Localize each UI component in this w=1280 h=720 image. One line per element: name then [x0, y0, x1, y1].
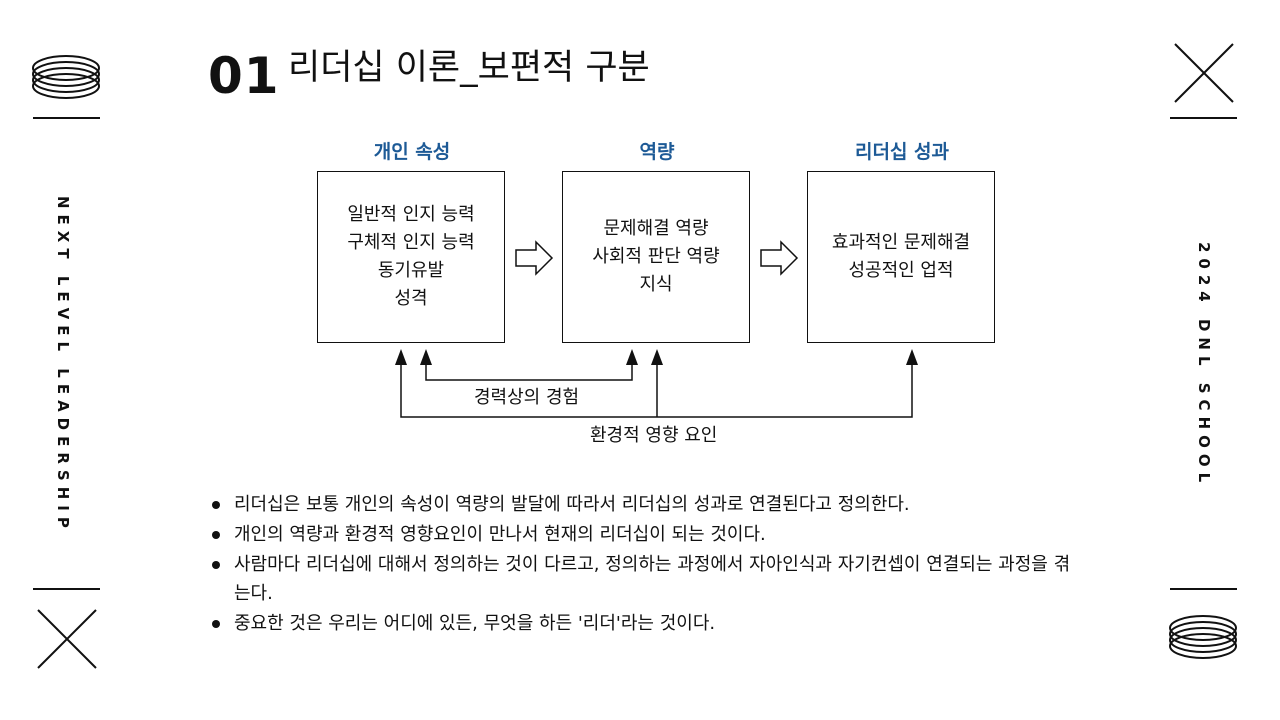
competency-box: 문제해결 역량 사회적 판단 역량 지식: [562, 171, 750, 343]
career-experience-label: 경력상의 경험: [474, 387, 580, 408]
box-line: 동기유발: [377, 260, 445, 281]
box-line: 문제해결 역량: [603, 218, 709, 239]
list-item: 개인의 역량과 환경적 영향요인이 만나서 현재의 리더십이 되는 것이다.: [210, 520, 1070, 549]
cross-icon: [37, 609, 97, 669]
right-top-divider: [1170, 117, 1237, 119]
box-line: 지식: [639, 274, 673, 295]
page-title: 리더십 이론_보편적 구분: [288, 48, 650, 88]
box-line: 사회적 판단 역량: [592, 246, 720, 267]
section-number: 01: [208, 47, 280, 105]
rings-icon: [1169, 615, 1237, 659]
rings-icon: [32, 55, 100, 99]
list-item: 리더십은 보통 개인의 속성이 역량의 발달에 따라서 리더십의 성과로 연결된…: [210, 490, 1070, 519]
bullet-text: 중요한 것은 우리는 어디에 있든, 무엇을 하든 '리더'라는 것이다.: [234, 613, 716, 634]
left-top-divider: [33, 117, 100, 119]
bullet-text: 리더십은 보통 개인의 속성이 역량의 발달에 따라서 리더십의 성과로 연결된…: [234, 494, 910, 515]
hollow-right-arrow-icon: [515, 240, 554, 276]
leadership-outcome-box: 효과적인 문제해결 성공적인 업적: [807, 171, 995, 343]
box-line: 성공적인 업적: [848, 260, 954, 281]
column-label-leadership-outcome: 리더십 성과: [854, 141, 949, 163]
bullet-dot-icon: [212, 620, 220, 628]
right-vertical-tagline: 2024 DNL SCHOOL: [1195, 242, 1213, 489]
environment-factors-label: 환경적 영향 요인: [590, 425, 718, 446]
bullet-dot-icon: [212, 501, 220, 509]
hollow-right-arrow-icon: [760, 240, 799, 276]
box-line: 일반적 인지 능력: [347, 204, 475, 225]
bullet-text: 개인의 역량과 환경적 영향요인이 만나서 현재의 리더십이 되는 것이다.: [234, 524, 766, 545]
list-item: 중요한 것은 우리는 어디에 있든, 무엇을 하든 '리더'라는 것이다.: [210, 609, 1070, 638]
cross-icon: [1174, 43, 1234, 103]
box-line: 효과적인 문제해결: [831, 232, 971, 253]
box-line: 구체적 인지 능력: [347, 232, 475, 253]
left-bottom-divider: [33, 588, 100, 590]
bullet-dot-icon: [212, 531, 220, 539]
bullet-dot-icon: [212, 561, 220, 569]
column-label-competency: 역량: [639, 141, 675, 163]
box-line: 성격: [394, 288, 428, 309]
summary-bullets: 리더십은 보통 개인의 속성이 역량의 발달에 따라서 리더십의 성과로 연결된…: [210, 490, 1070, 639]
list-item: 사람마다 리더십에 대해서 정의하는 것이 다르고, 정의하는 과정에서 자아인…: [210, 550, 1074, 608]
left-vertical-tagline: NEXT LEVEL LEADERSHIP: [54, 196, 72, 534]
personal-attributes-box: 일반적 인지 능력 구체적 인지 능력 동기유발 성격: [317, 171, 505, 343]
right-bottom-divider: [1170, 588, 1237, 590]
column-label-personal-attributes: 개인 속성: [373, 141, 451, 163]
bullet-text: 사람마다 리더십에 대해서 정의하는 것이 다르고, 정의하는 과정에서 자아인…: [234, 554, 1071, 604]
